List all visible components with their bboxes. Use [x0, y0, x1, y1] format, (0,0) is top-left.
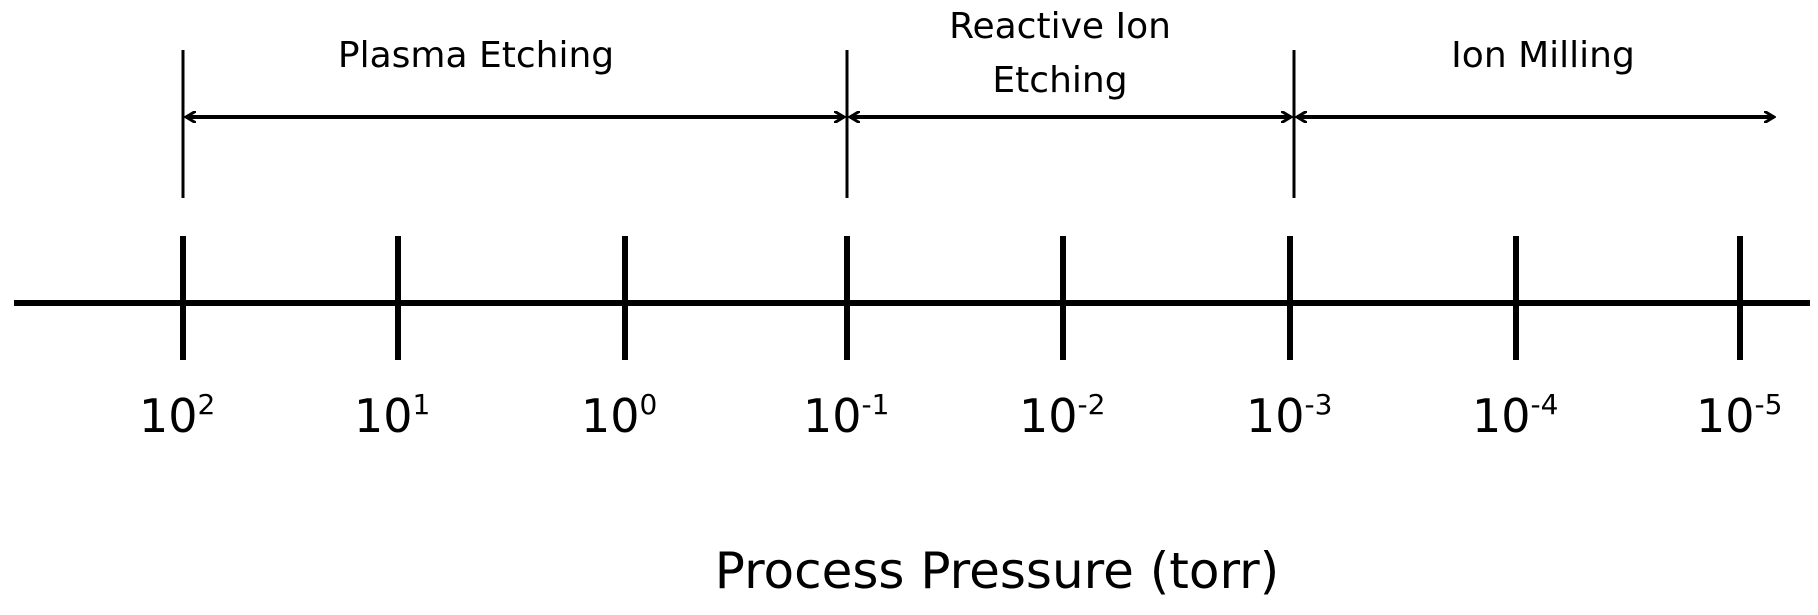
tick-label-base: 10	[1019, 389, 1078, 443]
tick-label-base: 10	[1696, 389, 1755, 443]
tick-label-exponent: 1	[413, 388, 431, 421]
tick-label-base: 10	[581, 389, 640, 443]
tick-label-exponent: -4	[1531, 388, 1559, 421]
tick-label: 102	[139, 388, 215, 443]
tick-label-exponent: -2	[1078, 388, 1106, 421]
region-label-reactive-ion-line1: Reactive Ion	[949, 6, 1171, 47]
tick-label: 100	[581, 388, 657, 443]
tick-label: 10-5	[1696, 388, 1782, 443]
tick-label-exponent: -3	[1305, 388, 1333, 421]
axis-ticks	[180, 236, 1743, 360]
tick-label: 10-1	[803, 388, 889, 443]
tick-label-base: 10	[1246, 389, 1305, 443]
tick-label: 10-4	[1472, 388, 1558, 443]
tick-label: 10-2	[1019, 388, 1105, 443]
tick-label-exponent: -1	[862, 388, 890, 421]
region-label-ion-milling: Ion Milling	[1451, 35, 1635, 76]
tick-label-base: 10	[354, 389, 413, 443]
tick-label-exponent: -5	[1755, 388, 1783, 421]
region-label-plasma-etching: Plasma Etching	[338, 35, 614, 76]
tick-label: 101	[354, 388, 430, 443]
tick-label-base: 10	[803, 389, 862, 443]
region-label-reactive-ion-line2: Etching	[992, 60, 1127, 101]
tick-label-base: 10	[1472, 389, 1531, 443]
axis-title: Process Pressure (torr)	[715, 542, 1279, 600]
tick-label: 10-3	[1246, 388, 1332, 443]
tick-label-base: 10	[139, 389, 198, 443]
tick-label-exponent: 2	[198, 388, 216, 421]
tick-label-exponent: 0	[640, 388, 658, 421]
